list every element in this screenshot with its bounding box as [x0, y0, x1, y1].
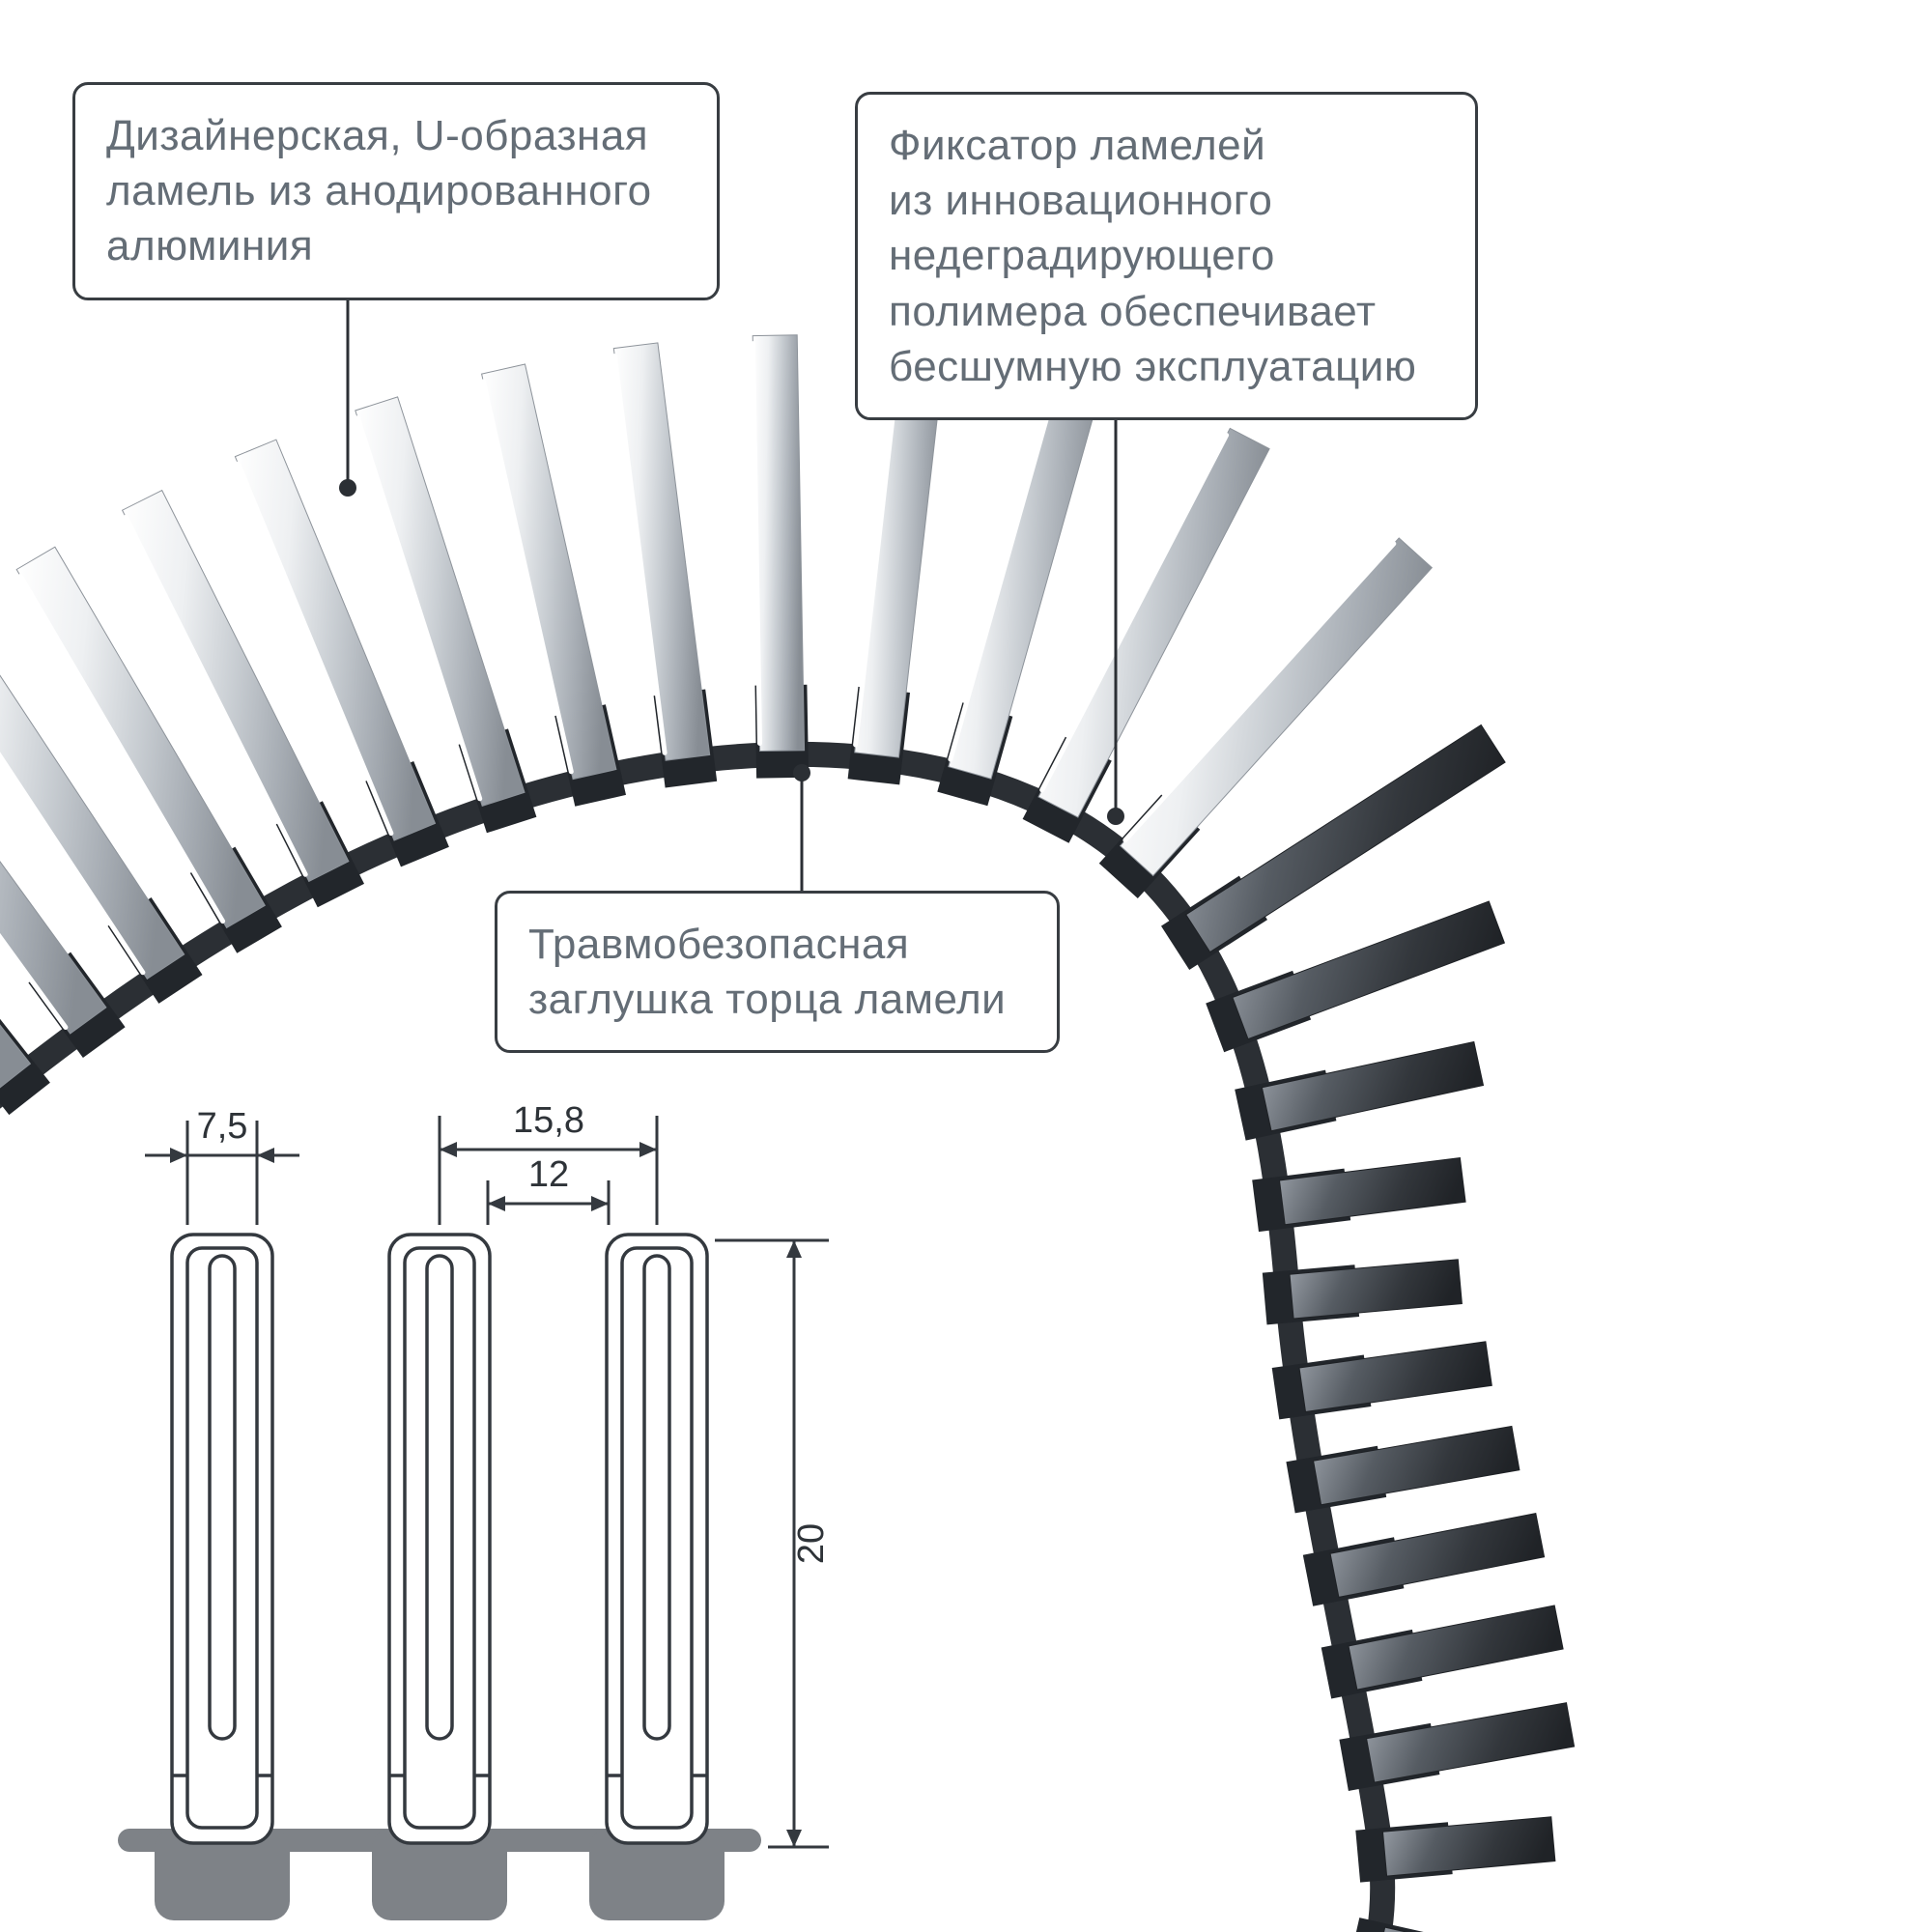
dimension-slot-width-label: 7,5: [197, 1106, 248, 1147]
leader-dots: [339, 479, 1124, 825]
dimension-pitch: 15,8: [438, 1100, 659, 1225]
grille-lamellas: [0, 334, 1576, 1932]
cross-section-drawing: 7,5 15,8 12: [118, 1100, 832, 1920]
callout-fixator-text: Фиксатор ламелей из инновационного недег…: [889, 122, 1417, 390]
leader-lines: [346, 270, 1118, 913]
leader-dot-endcap: [793, 764, 810, 781]
leader-dot-fixator: [1107, 808, 1124, 825]
lamella-profile: [170, 1233, 274, 1845]
callout-lamella: Дизайнерская, U-образная ламель из аноди…: [72, 82, 720, 300]
callout-fixator: Фиксатор ламелей из инновационного недег…: [855, 92, 1478, 420]
lamella-profile: [387, 1233, 492, 1845]
callout-endcap: Травмобезопасная заглушка торца ламели: [495, 891, 1060, 1054]
dimension-gap: 12: [486, 1154, 611, 1225]
dimension-pitch-label: 15,8: [513, 1100, 584, 1141]
callout-lamella-text: Дизайнерская, U-образная ламель из аноди…: [106, 112, 652, 270]
dimension-gap-label: 12: [528, 1154, 569, 1195]
leader-dot-lamella: [339, 479, 356, 497]
dimension-slot-width: 7,5: [145, 1106, 299, 1225]
callout-endcap-text: Травмобезопасная заглушка торца ламели: [528, 921, 1007, 1024]
dimension-height: 20: [715, 1238, 832, 1849]
dimension-height-label: 20: [791, 1523, 832, 1564]
lamella-profile: [605, 1233, 709, 1845]
